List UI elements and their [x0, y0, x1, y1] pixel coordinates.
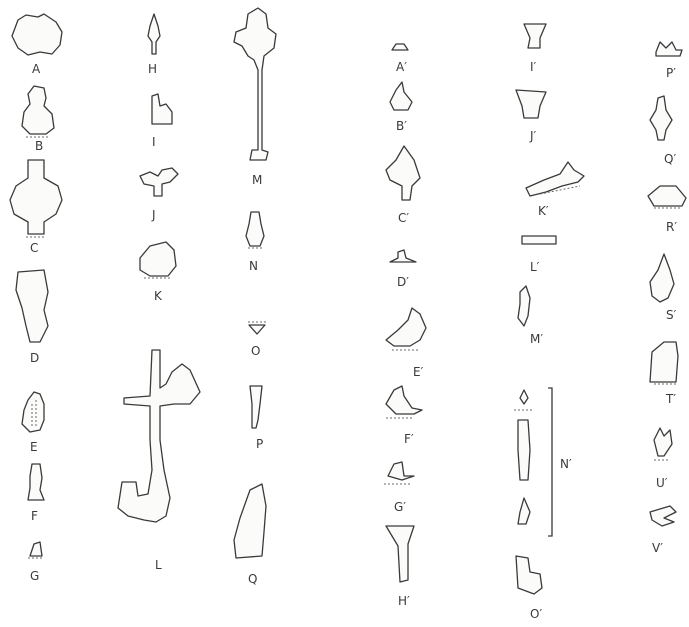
shape-m-prime: [518, 286, 530, 326]
label-n: N: [249, 259, 258, 273]
shape-e: [22, 392, 44, 432]
shape-o: [248, 322, 266, 334]
label-t-prime: T′: [665, 392, 676, 406]
label-l: L: [155, 558, 162, 572]
label-o-prime: O′: [530, 607, 542, 621]
shape-h: [148, 14, 160, 54]
label-h: H: [148, 62, 157, 76]
label-i: I: [152, 135, 156, 149]
label-n-prime: N′: [560, 457, 572, 471]
shape-r-prime: [648, 186, 686, 208]
shape-f-prime: [386, 386, 422, 418]
shape-h-prime: [386, 526, 414, 582]
shape-a: [12, 14, 62, 55]
shape-d-prime: [390, 250, 416, 262]
shape-b-prime: [390, 82, 412, 110]
label-q-prime: Q′: [664, 152, 676, 166]
label-m: M: [252, 173, 262, 187]
label-c-prime: C′: [398, 211, 409, 225]
shape-k: [140, 242, 176, 278]
label-p-prime: P′: [666, 66, 676, 80]
shape-d: [16, 270, 48, 342]
shape-c-prime: [386, 146, 420, 200]
shape-p: [250, 386, 262, 428]
label-f: F: [31, 509, 38, 523]
label-q: Q: [248, 572, 257, 586]
label-g-prime: G′: [394, 500, 406, 514]
shape-m: [234, 8, 276, 160]
label-s-prime: S′: [666, 308, 677, 322]
label-b: B: [35, 139, 43, 153]
shape-l-prime: [522, 236, 556, 244]
label-d-prime: D′: [397, 275, 409, 289]
shape-q-prime: [650, 96, 672, 140]
shape-s-prime: [650, 254, 674, 302]
shape-n: [246, 212, 264, 248]
shape-a-prime: [392, 44, 408, 50]
label-a-prime: A′: [396, 60, 407, 74]
label-f-prime: F′: [404, 432, 414, 446]
shape-p-prime: [656, 42, 682, 56]
label-e-prime: E′: [413, 365, 424, 379]
shape-u-prime: [654, 428, 672, 460]
shape-o-prime: [516, 556, 542, 594]
shape-i: [152, 94, 172, 124]
shape-j: [140, 168, 178, 196]
label-v-prime: V′: [652, 541, 663, 555]
label-r-prime: R′: [666, 220, 677, 234]
label-g: G: [30, 569, 39, 583]
label-o: O: [251, 344, 260, 358]
label-k: K: [154, 289, 163, 303]
label-a: A: [32, 62, 41, 76]
shape-e-prime: [386, 308, 426, 350]
label-u-prime: U′: [656, 476, 668, 490]
shape-n-prime: [514, 388, 552, 536]
label-b-prime: B′: [396, 119, 407, 133]
shape-v-prime: [650, 506, 676, 526]
shape-b: [22, 86, 54, 137]
shape-f: [28, 464, 44, 500]
label-j-prime: J′: [529, 129, 537, 143]
label-p: P: [256, 437, 263, 451]
shape-t-prime: [650, 342, 678, 384]
shape-c: [10, 160, 62, 237]
label-i-prime: I′: [530, 60, 537, 74]
shape-j-prime: [516, 90, 546, 118]
shape-g-prime: [384, 462, 414, 484]
label-h-prime: H′: [398, 594, 410, 608]
label-j: J: [151, 208, 156, 222]
label-k-prime: K′: [538, 204, 549, 218]
label-l-prime: L′: [530, 260, 540, 274]
shape-q: [234, 484, 266, 558]
label-c: C: [30, 241, 38, 255]
label-m-prime: M′: [530, 332, 543, 346]
label-d: D: [30, 351, 39, 365]
shape-k-prime: [526, 162, 584, 196]
shape-i-prime: [524, 24, 546, 48]
label-e: E: [30, 440, 38, 454]
shape-l: [118, 350, 200, 522]
shape-g: [28, 542, 44, 558]
